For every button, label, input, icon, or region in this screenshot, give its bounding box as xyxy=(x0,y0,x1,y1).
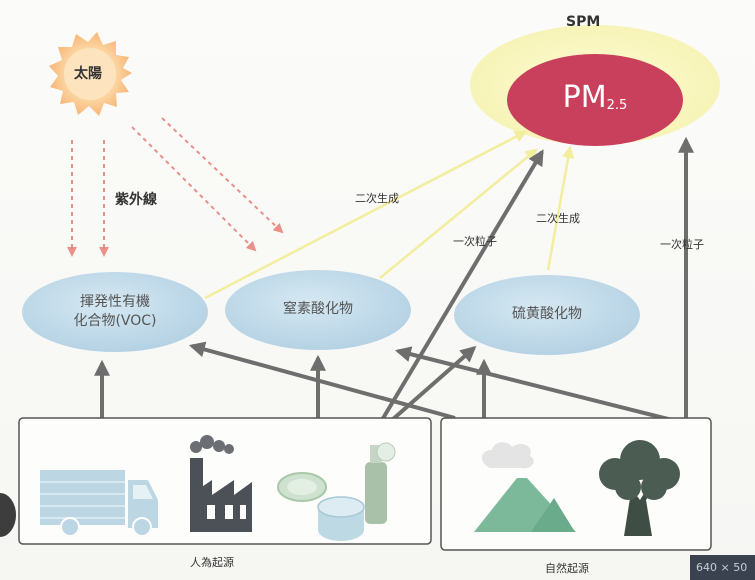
uv-arrows xyxy=(67,117,284,257)
truck-icon xyxy=(40,470,158,537)
emission-arrow xyxy=(394,346,673,422)
pm25-oval xyxy=(507,54,683,146)
voc-line2: 化合物(VOC) xyxy=(73,313,157,329)
secondary-arrow xyxy=(379,148,538,279)
secondary-arrows xyxy=(204,130,575,300)
emission-arrow xyxy=(390,345,477,422)
uv-arrow xyxy=(131,126,257,252)
edge-shadow xyxy=(0,493,16,537)
emission-arrow xyxy=(188,341,456,420)
sox-label: 硫黄酸化物 xyxy=(512,306,582,322)
voc-oval xyxy=(22,272,208,352)
factory-icon xyxy=(190,435,252,532)
sun-icon xyxy=(49,32,132,116)
tree-icon xyxy=(599,440,680,536)
human-source-label: 人為起源 xyxy=(190,556,234,569)
sun-label: 太陽 xyxy=(74,66,102,82)
cans-icon xyxy=(277,442,396,541)
pm25-label: PM2.5 xyxy=(520,80,670,115)
pm-main: PM xyxy=(562,80,607,115)
volcano-icon xyxy=(474,442,576,532)
spm-title: SPM xyxy=(566,14,601,30)
emission-arrow xyxy=(380,149,544,422)
uv-label: 紫外線 xyxy=(115,192,157,208)
nox-label: 窒素酸化物 xyxy=(283,301,353,317)
voc-label: 揮発性有機 化合物(VOC) xyxy=(30,293,200,331)
natural-source-label: 自然起源 xyxy=(545,562,589,575)
emission-arrows xyxy=(94,136,694,422)
secondary-arrow xyxy=(204,130,528,300)
pm-sub: 2.5 xyxy=(606,98,628,113)
secondary-arrow xyxy=(546,145,575,271)
uv-arrow xyxy=(161,117,284,234)
sox-oval xyxy=(454,275,640,355)
nox-oval xyxy=(225,270,411,350)
size-badge: 640 × 50 xyxy=(690,555,755,580)
secondary-label-2: 二次生成 xyxy=(536,212,580,225)
voc-line1: 揮発性有機 xyxy=(80,294,150,310)
primary-label-1: 一次粒子 xyxy=(453,235,497,248)
primary-label-2: 一次粒子 xyxy=(660,238,704,251)
secondary-label-1: 二次生成 xyxy=(355,192,399,205)
